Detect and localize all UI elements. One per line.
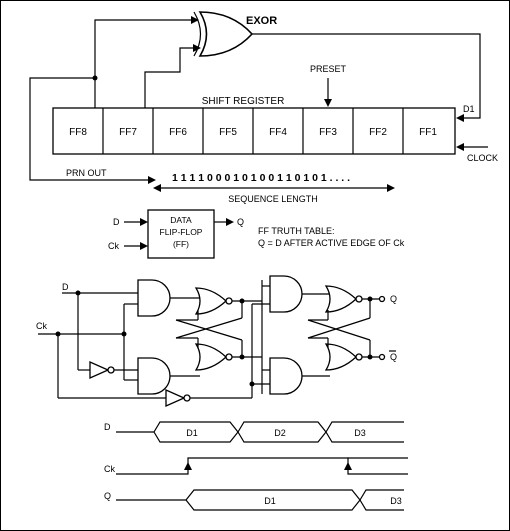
cell-ff1: FF1 bbox=[419, 127, 437, 138]
cell-ff8: FF8 bbox=[69, 127, 87, 138]
timing-q-value-1: D1 bbox=[264, 496, 276, 506]
preset-label: PRESET bbox=[310, 64, 347, 74]
logic-q-label: Q bbox=[390, 294, 397, 304]
prn-out-wire bbox=[29, 77, 150, 181]
cell-ff3: FF3 bbox=[319, 127, 337, 138]
timing-q-value-2: D3 bbox=[390, 496, 402, 506]
logic-d-label: D bbox=[62, 282, 69, 292]
ff-in-ck: Ck bbox=[108, 241, 119, 251]
sequence-length-label: SEQUENCE LENGTH bbox=[228, 194, 318, 204]
cell-ff4: FF4 bbox=[269, 127, 287, 138]
logic-ck-label: Ck bbox=[36, 321, 47, 331]
timing-ck-label: Ck bbox=[104, 464, 115, 474]
timing-q-label: Q bbox=[104, 491, 111, 501]
cell-ff2: FF2 bbox=[369, 127, 387, 138]
exor-label: EXOR bbox=[246, 15, 277, 27]
logic-qbar-label: Q bbox=[390, 352, 397, 362]
cell-ff6: FF6 bbox=[169, 127, 187, 138]
prn-out-label: PRN OUT bbox=[66, 168, 107, 178]
logic-schematic: D Ck bbox=[36, 275, 397, 408]
timing-d-value-2: D2 bbox=[274, 428, 286, 438]
timing-diagram: D Ck Q D1 D2 D3 D1 D3 bbox=[104, 421, 408, 511]
ff-block: DATA FLIP-FLOP (FF) D Ck Q bbox=[108, 209, 244, 259]
exor-input-2-wire bbox=[144, 47, 198, 108]
cell-ff5: FF5 bbox=[219, 127, 237, 138]
truth-table-rule: Q = D AFTER ACTIVE EDGE OF Ck bbox=[258, 238, 405, 248]
clock-label: CLOCK bbox=[467, 153, 498, 163]
timing-d-value-1: D1 bbox=[186, 428, 198, 438]
d1-label: D1 bbox=[463, 104, 475, 114]
exor-gate bbox=[193, 11, 254, 57]
ff-out-q: Q bbox=[237, 217, 244, 227]
feedback-wire bbox=[252, 33, 481, 119]
ff-box-line2: FLIP-FLOP bbox=[160, 227, 203, 237]
sequence-bits: 1 1 1 1 0 0 0 1 0 1 0 0 1 1 0 1 0 1 . . … bbox=[172, 172, 350, 184]
cell-ff7: FF7 bbox=[119, 127, 137, 138]
timing-d-label: D bbox=[104, 422, 111, 432]
feedback-arrow bbox=[456, 114, 464, 122]
ff-box-line3: (FF) bbox=[173, 239, 189, 249]
shift-register: FF8 FF7 FF6 FF5 FF4 FF3 FF2 FF1 bbox=[52, 107, 456, 155]
timing-d-value-3: D3 bbox=[354, 428, 366, 438]
truth-table-title: FF TRUTH TABLE: bbox=[258, 226, 335, 236]
ff-in-d: D bbox=[113, 217, 120, 227]
shift-register-label: SHIFT REGISTER bbox=[202, 96, 285, 107]
ff-box-line1: DATA bbox=[170, 215, 192, 225]
